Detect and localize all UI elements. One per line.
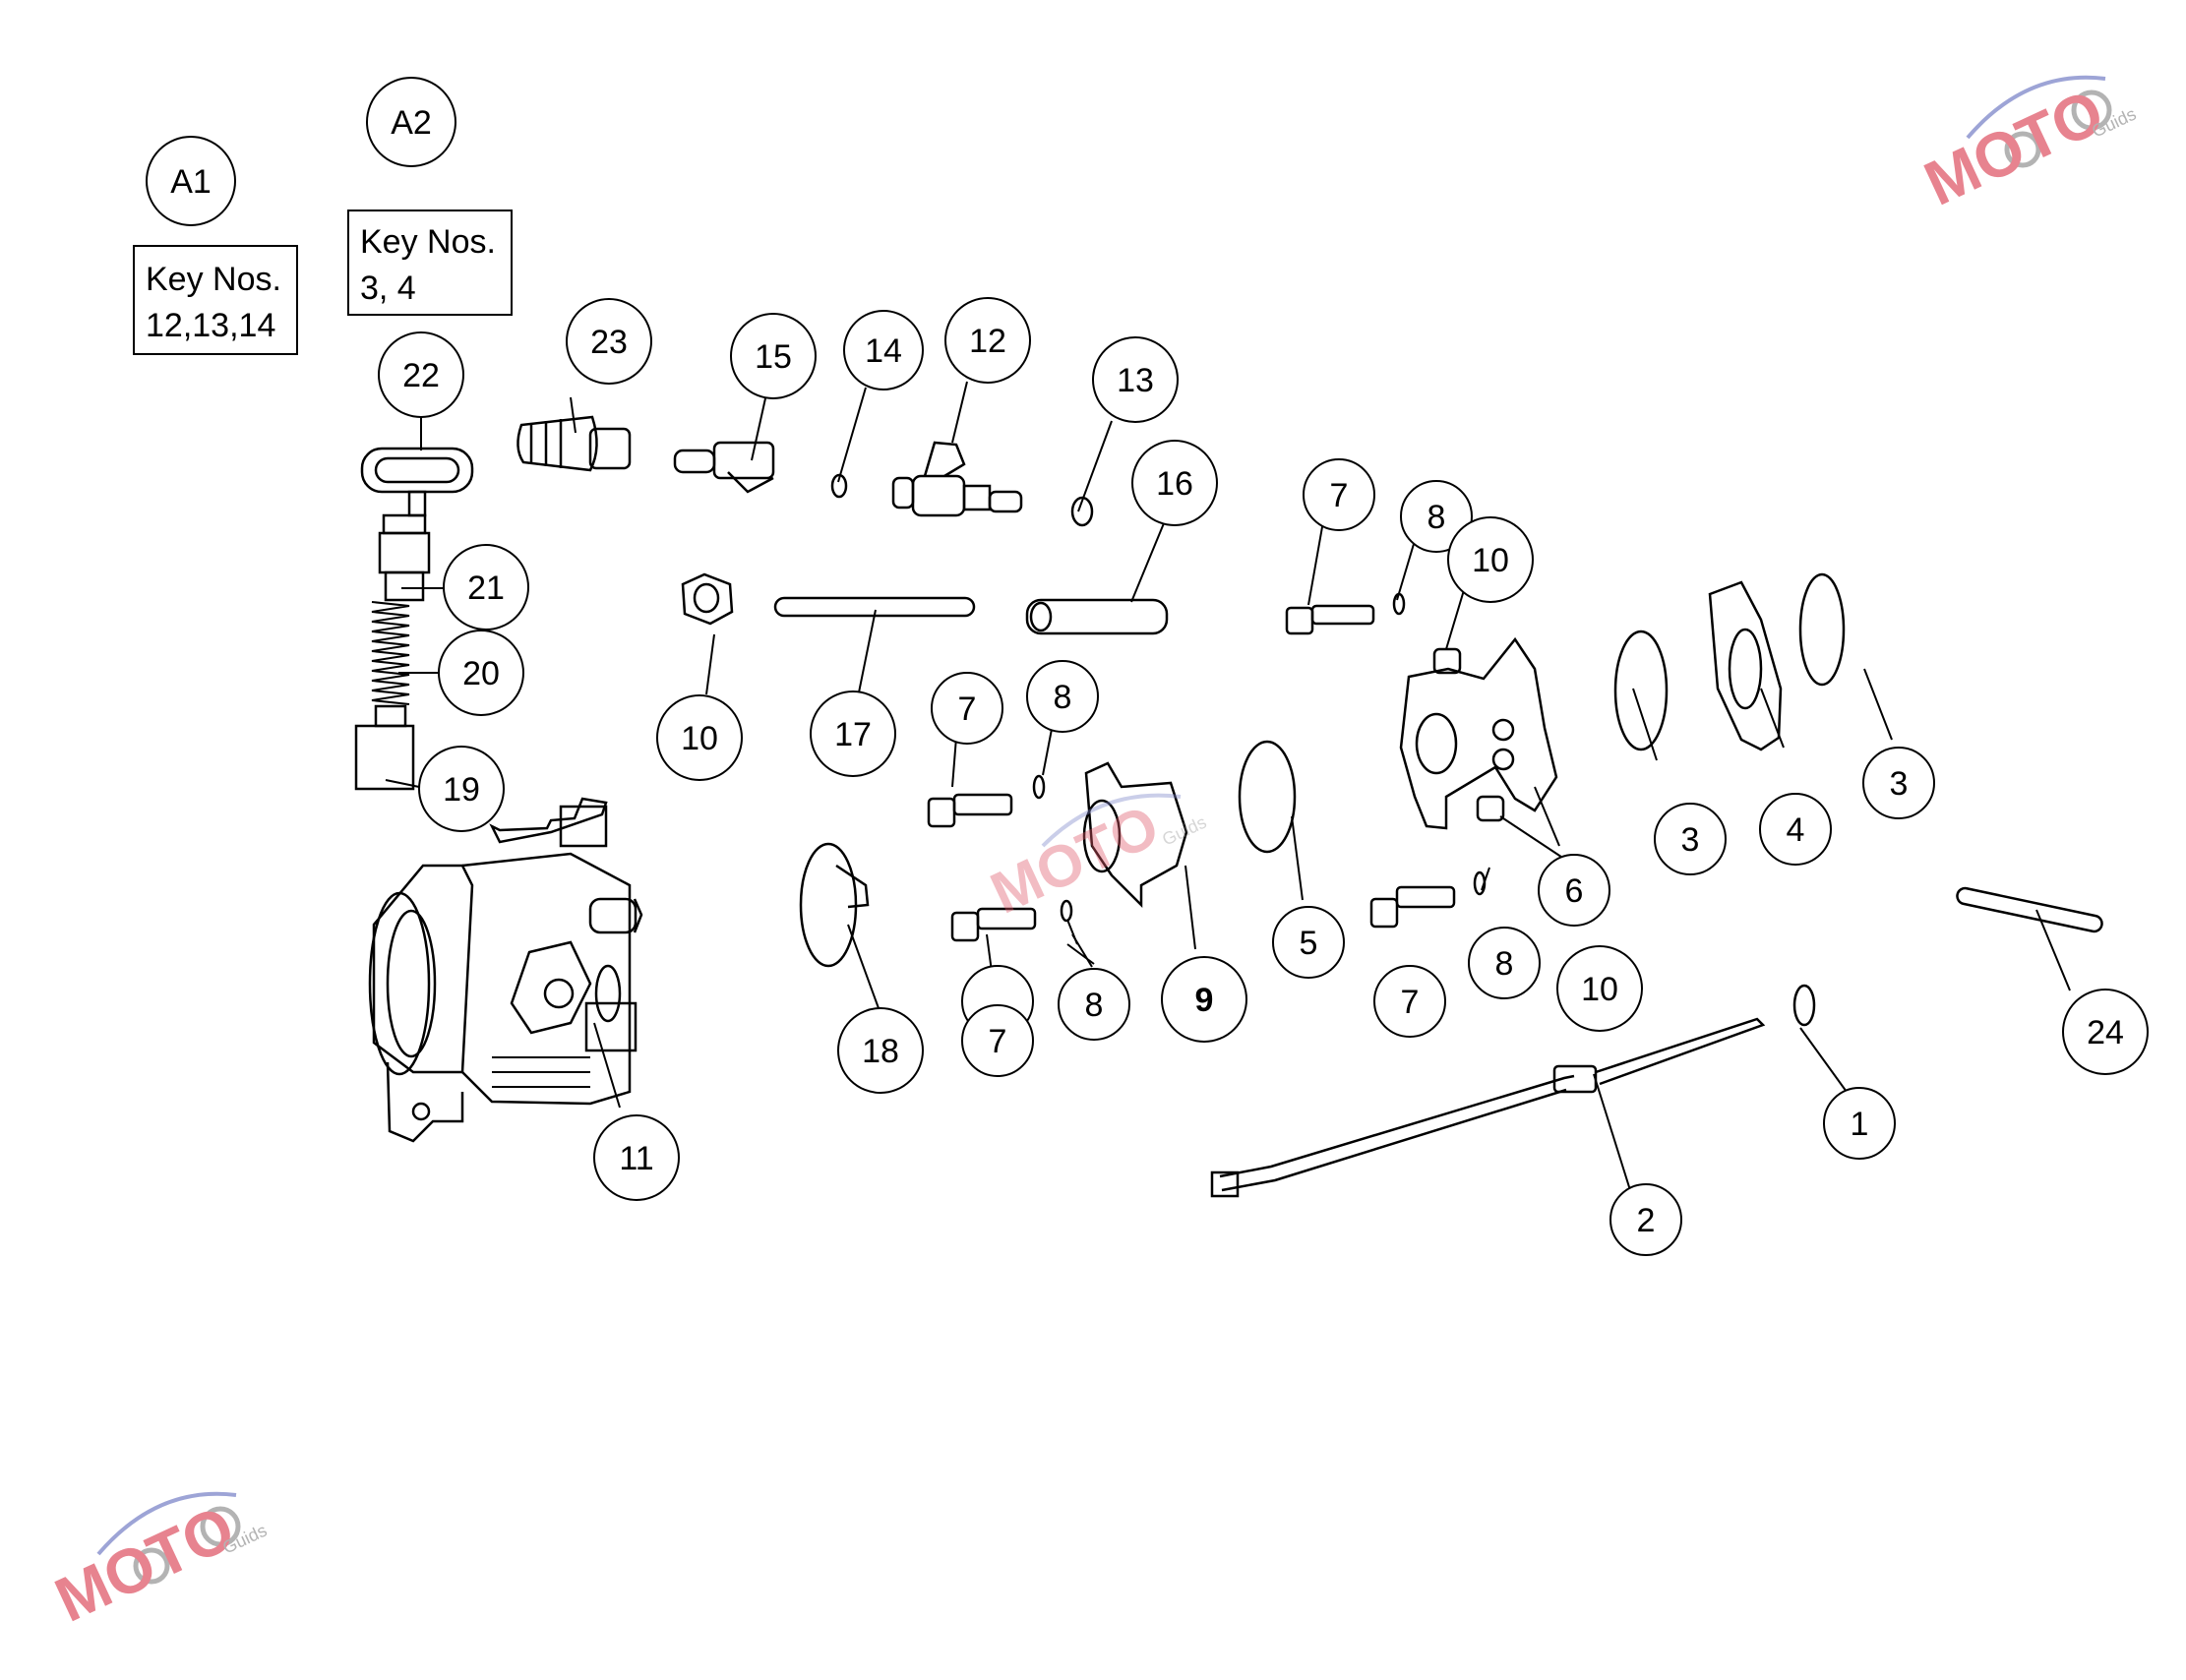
part-14-o-ring <box>830 473 848 499</box>
callout-6: 6 <box>1565 872 1584 910</box>
callout-8-right: 8 <box>1495 945 1514 983</box>
callout-15: 15 <box>755 338 792 376</box>
callout-7-top: 7 <box>1330 477 1349 514</box>
callout-16: 16 <box>1156 465 1193 503</box>
callout-8-top: 8 <box>1427 499 1446 536</box>
callout-12: 12 <box>969 323 1006 360</box>
key-box-a2-line2: 3, 4 <box>360 270 416 307</box>
part-7-bolt-mid <box>927 793 1013 828</box>
part-3-o-ring-right <box>1798 572 1846 687</box>
key-box-a1-line2: 12,13,14 <box>146 307 275 344</box>
callout-1: 1 <box>1851 1106 1869 1143</box>
callout-20: 20 <box>462 655 500 692</box>
part-2-temp-sensor <box>1210 1017 1766 1198</box>
callout-10-right: 10 <box>1581 971 1618 1008</box>
part-3-o-ring-left <box>1613 630 1669 751</box>
leader-lines <box>385 381 2071 1191</box>
callout-7-right: 7 <box>1401 984 1420 1021</box>
callout-7-low: 7 <box>989 1023 1007 1060</box>
key-box-a1-line1: Key Nos. <box>146 261 281 298</box>
part-15-nipple <box>673 441 775 494</box>
callout-21: 21 <box>467 570 505 607</box>
watermark-center-logo: MOTO <box>981 792 1168 926</box>
part-10-nut-right-bottom <box>1476 795 1505 822</box>
part-7-bolt-low <box>950 907 1037 942</box>
callout-labels: A1 A2 22 23 15 14 12 13 16 7 8 10 21 20 … <box>170 104 2124 1239</box>
part-8-washer-top <box>1392 592 1406 616</box>
part-17-rod <box>773 596 976 618</box>
part-8-washer-mid <box>1032 774 1046 800</box>
callout-18: 18 <box>862 1033 899 1070</box>
part-7-bolt-right <box>1369 885 1456 929</box>
part-20-spring <box>371 601 410 705</box>
callout-2: 2 <box>1637 1202 1656 1239</box>
part-8-washer-right <box>1473 870 1487 896</box>
callout-a2: A2 <box>391 104 432 142</box>
part-16-tube <box>1025 598 1169 635</box>
part-6-manifold <box>1399 636 1558 830</box>
part-23-sensor <box>516 415 632 472</box>
part-22-key-handle <box>360 447 474 517</box>
callout-24: 24 <box>2087 1014 2124 1051</box>
part-10-nut-right-top <box>1432 647 1462 675</box>
callout-8-mid: 8 <box>1054 679 1072 716</box>
part-8-washer-low <box>1060 899 1073 923</box>
callout-8-low: 8 <box>1085 987 1104 1024</box>
callout-4: 4 <box>1787 811 1805 849</box>
part-19-connector <box>354 704 415 791</box>
part-18-clamp <box>799 842 870 968</box>
part-9-boot <box>1082 761 1188 909</box>
callout-5: 5 <box>1300 925 1318 962</box>
part-11-throttle-body <box>368 797 643 1143</box>
part-21-fitting <box>378 513 431 602</box>
part-10-nut-left <box>681 572 734 626</box>
callout-17: 17 <box>834 716 872 753</box>
callout-a1: A1 <box>170 163 212 201</box>
callout-11: 11 <box>619 1140 653 1177</box>
callout-9: 9 <box>1195 982 1214 1019</box>
part-4-gasket <box>1708 580 1783 751</box>
callout-7-mid: 7 <box>958 690 977 728</box>
key-box-a2-line1: Key Nos. <box>360 223 496 261</box>
part-12-injector <box>891 441 1023 517</box>
watermark-logo-center: MOTO Guids <box>981 792 1209 926</box>
callout-14: 14 <box>865 332 902 370</box>
callout-10-left: 10 <box>681 720 718 757</box>
watermark-logo-bottom-left: MOTO Guids <box>44 1492 270 1636</box>
part-13-o-ring <box>1070 496 1094 527</box>
callout-13: 13 <box>1117 362 1154 399</box>
part-5-o-ring <box>1238 740 1297 854</box>
part-drawings <box>354 415 2103 1198</box>
key-box-a2: Key Nos. 3, 4 <box>347 210 513 316</box>
callout-circles <box>146 77 2149 1256</box>
callout-10-top: 10 <box>1472 542 1509 579</box>
callout-22: 22 <box>402 357 440 394</box>
part-7-bolt-top <box>1285 604 1375 635</box>
watermark-logo-top-right: MOTO Guids <box>1913 76 2139 219</box>
callout-19: 19 <box>443 771 480 809</box>
part-24-pin <box>1956 886 2103 933</box>
part-1-o-ring <box>1792 984 1816 1027</box>
callout-3-right: 3 <box>1890 765 1909 803</box>
key-box-a1: Key Nos. 12,13,14 <box>133 245 298 355</box>
callout-23: 23 <box>590 324 628 361</box>
callout-3-left: 3 <box>1681 821 1700 859</box>
